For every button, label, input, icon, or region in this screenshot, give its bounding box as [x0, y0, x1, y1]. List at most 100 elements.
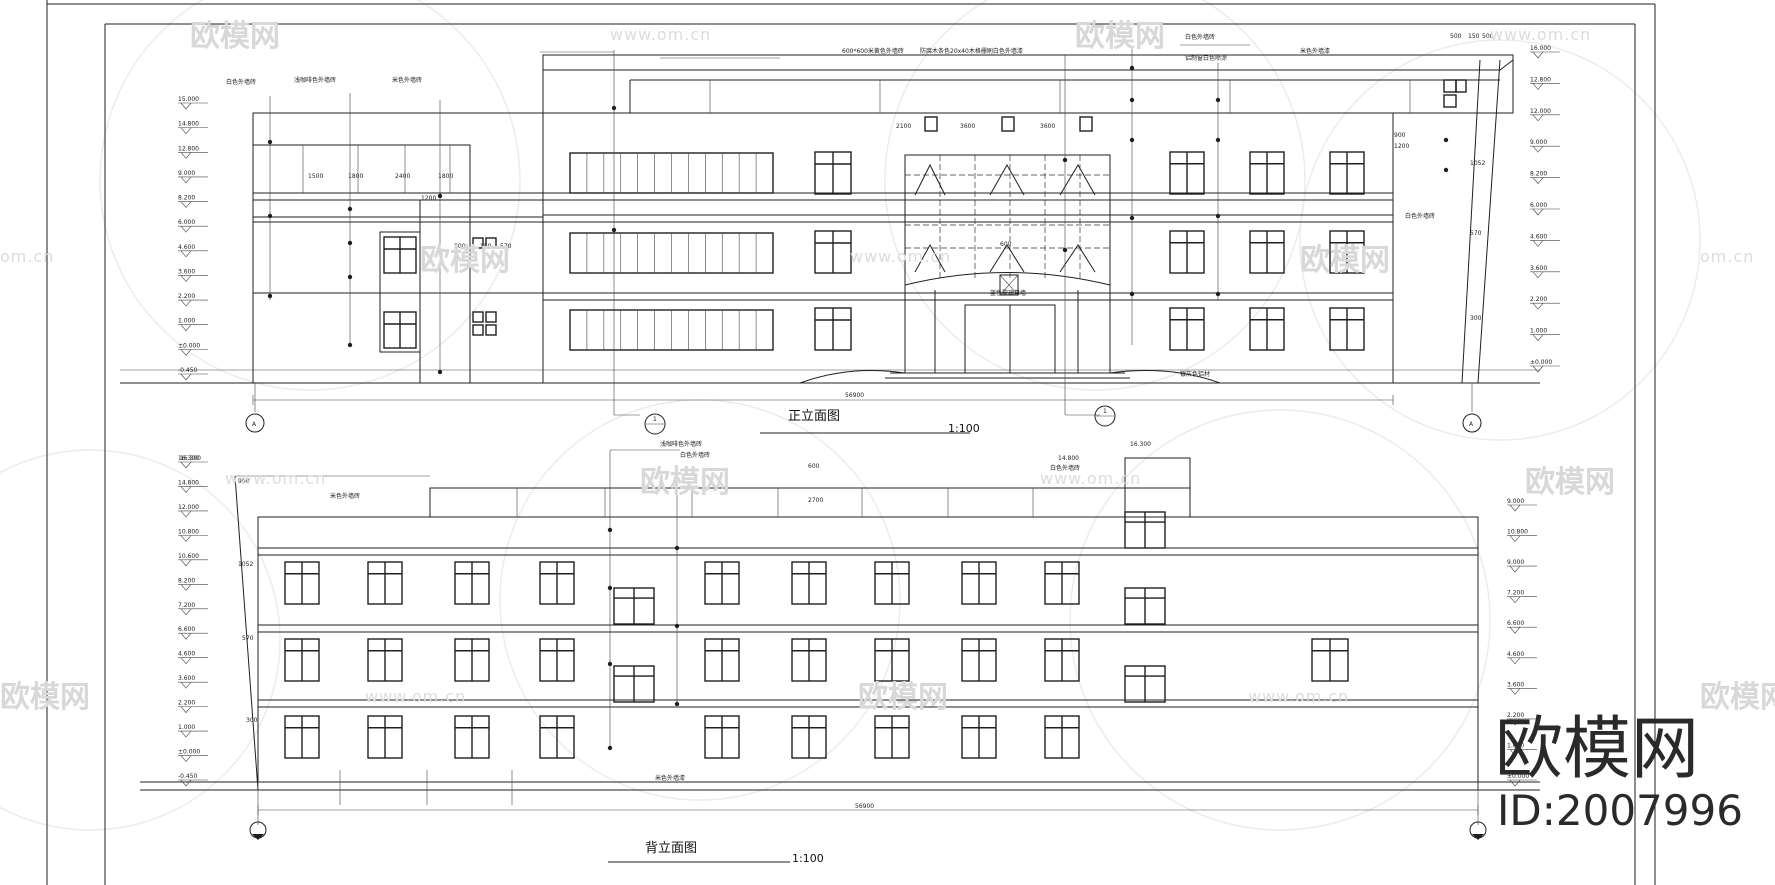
- level-triangle: [180, 584, 192, 591]
- front-elevation-title: 正立面图: [788, 409, 840, 424]
- front-note-8: 米色外墙漆: [1300, 47, 1330, 55]
- leader-dot: [607, 745, 613, 751]
- level-label: ±0.000: [178, 749, 200, 756]
- level-triangle: [1532, 240, 1544, 247]
- level-label: 10.600: [178, 553, 199, 560]
- level-mark: 8.200: [178, 577, 208, 591]
- window: [1169, 307, 1205, 351]
- watermark-brand-7: 欧模网: [0, 680, 90, 715]
- leader-dot: [1129, 215, 1135, 221]
- leader-dot: [347, 206, 353, 212]
- level-label: 12.000: [1530, 108, 1551, 115]
- level-triangle: [180, 608, 192, 616]
- leader-dot: [1215, 97, 1221, 103]
- level-mark: 3.600: [1507, 681, 1537, 695]
- leader-dot: [267, 139, 273, 145]
- level-triangle: [180, 299, 192, 307]
- level-mark: 4.600: [178, 244, 208, 258]
- level-label: 6.600: [1507, 620, 1524, 627]
- watermark-url-5: om.cn: [1700, 247, 1754, 266]
- rear-dim-6: 900: [238, 478, 250, 485]
- level-label: 12.800: [178, 145, 199, 152]
- level-mark: 12.000: [178, 504, 208, 518]
- front-dim-13: 150: [1468, 33, 1480, 40]
- watermark-brand-6: 欧模网: [1525, 465, 1615, 500]
- rear-dim-1: 1052: [238, 561, 253, 568]
- front-dim-9: 150: [480, 243, 492, 250]
- rear-note-1: 浅咖啡色外墙砖: [660, 440, 702, 448]
- level-label: 2.200: [1507, 712, 1524, 719]
- level-label: -0.450: [178, 367, 198, 374]
- level-triangle: [1532, 114, 1544, 122]
- watermark-brand-1: 欧模网: [190, 19, 280, 54]
- watermark-url-6: www.om.cn: [225, 469, 326, 488]
- level-triangle: [1509, 535, 1521, 543]
- level-mark: 1.000: [178, 318, 208, 332]
- drawing-labels: 正立面图 1:100 背立面图 1:100 56900 56900 白色外墙砖 …: [180, 33, 1494, 865]
- level-triangle: [1532, 146, 1544, 153]
- level-triangle: [180, 730, 192, 738]
- level-label: 9.000: [1530, 139, 1547, 146]
- window: [1124, 665, 1166, 703]
- window: [1329, 230, 1365, 274]
- level-label: 1.000: [178, 724, 195, 731]
- rear-elevation-scale: 1:100: [792, 852, 824, 865]
- level-label: 6.000: [178, 219, 195, 226]
- front-dim-1: 1500: [308, 173, 323, 180]
- level-triangle: [1532, 51, 1544, 59]
- level-mark: 9.000: [1507, 498, 1537, 512]
- level-triangle: [180, 152, 192, 159]
- section-label-left: 1: [653, 416, 657, 423]
- level-triangle: [180, 461, 192, 469]
- level-mark: 2.200: [1530, 296, 1560, 310]
- window: [704, 638, 740, 682]
- level-mark: 7.200: [178, 602, 208, 616]
- level-mark: 14.800: [178, 479, 208, 493]
- front-dim-5: 2100: [896, 123, 911, 130]
- front-dim-18: 300: [1470, 315, 1482, 322]
- window: [1169, 151, 1205, 195]
- level-mark: 10.600: [178, 553, 208, 567]
- level-mark: 1.000: [178, 724, 208, 738]
- level-label: ±0.000: [1507, 773, 1529, 780]
- window: [284, 638, 320, 682]
- watermark-url-8: www.om.cn: [365, 687, 466, 706]
- level-label: 2.200: [1530, 296, 1547, 303]
- level-mark: 10.800: [178, 528, 208, 542]
- front-dim-10: 570: [500, 243, 512, 250]
- watermark-brand-2: 欧模网: [1075, 19, 1165, 54]
- level-label: 12.000: [178, 504, 199, 511]
- level-mark: -0.450: [178, 773, 208, 787]
- level-mark: 15.000: [178, 96, 208, 110]
- level-triangle: [180, 755, 192, 763]
- leader-dot: [607, 527, 613, 533]
- level-label: 1.000: [178, 318, 195, 325]
- level-triangle: [180, 102, 192, 110]
- level-label: 15.000: [178, 96, 199, 103]
- front-elevation: [120, 44, 1540, 416]
- watermark-brand-3: 欧模网: [420, 243, 510, 278]
- rear-top-level-right: 16.300: [1130, 441, 1151, 448]
- level-triangle: [1532, 303, 1544, 310]
- window: [367, 638, 403, 682]
- leader-dot: [607, 585, 613, 591]
- front-dim-2: 1800: [348, 173, 363, 180]
- brand-name: 欧模网: [1495, 710, 1699, 789]
- rear-dim-3: 300: [246, 717, 258, 724]
- level-triangle: [180, 349, 192, 356]
- leader-dot: [607, 661, 613, 667]
- watermark-brand-9: 欧模网: [1700, 680, 1775, 715]
- level-label: 2.200: [178, 700, 195, 707]
- front-note-4: 600*600米黄色外墙砖: [842, 47, 904, 55]
- leader-dot: [1062, 247, 1068, 253]
- leader-dot: [611, 227, 617, 233]
- level-triangle: [1509, 627, 1521, 634]
- leader-dot: [1443, 167, 1449, 173]
- level-triangle: [180, 225, 192, 233]
- level-mark: 4.600: [178, 651, 208, 665]
- level-triangle: [1532, 365, 1544, 373]
- level-mark: 7.200: [1507, 590, 1537, 604]
- watermark-brand-4: 欧模网: [1300, 243, 1390, 278]
- level-label: 14.800: [178, 121, 199, 128]
